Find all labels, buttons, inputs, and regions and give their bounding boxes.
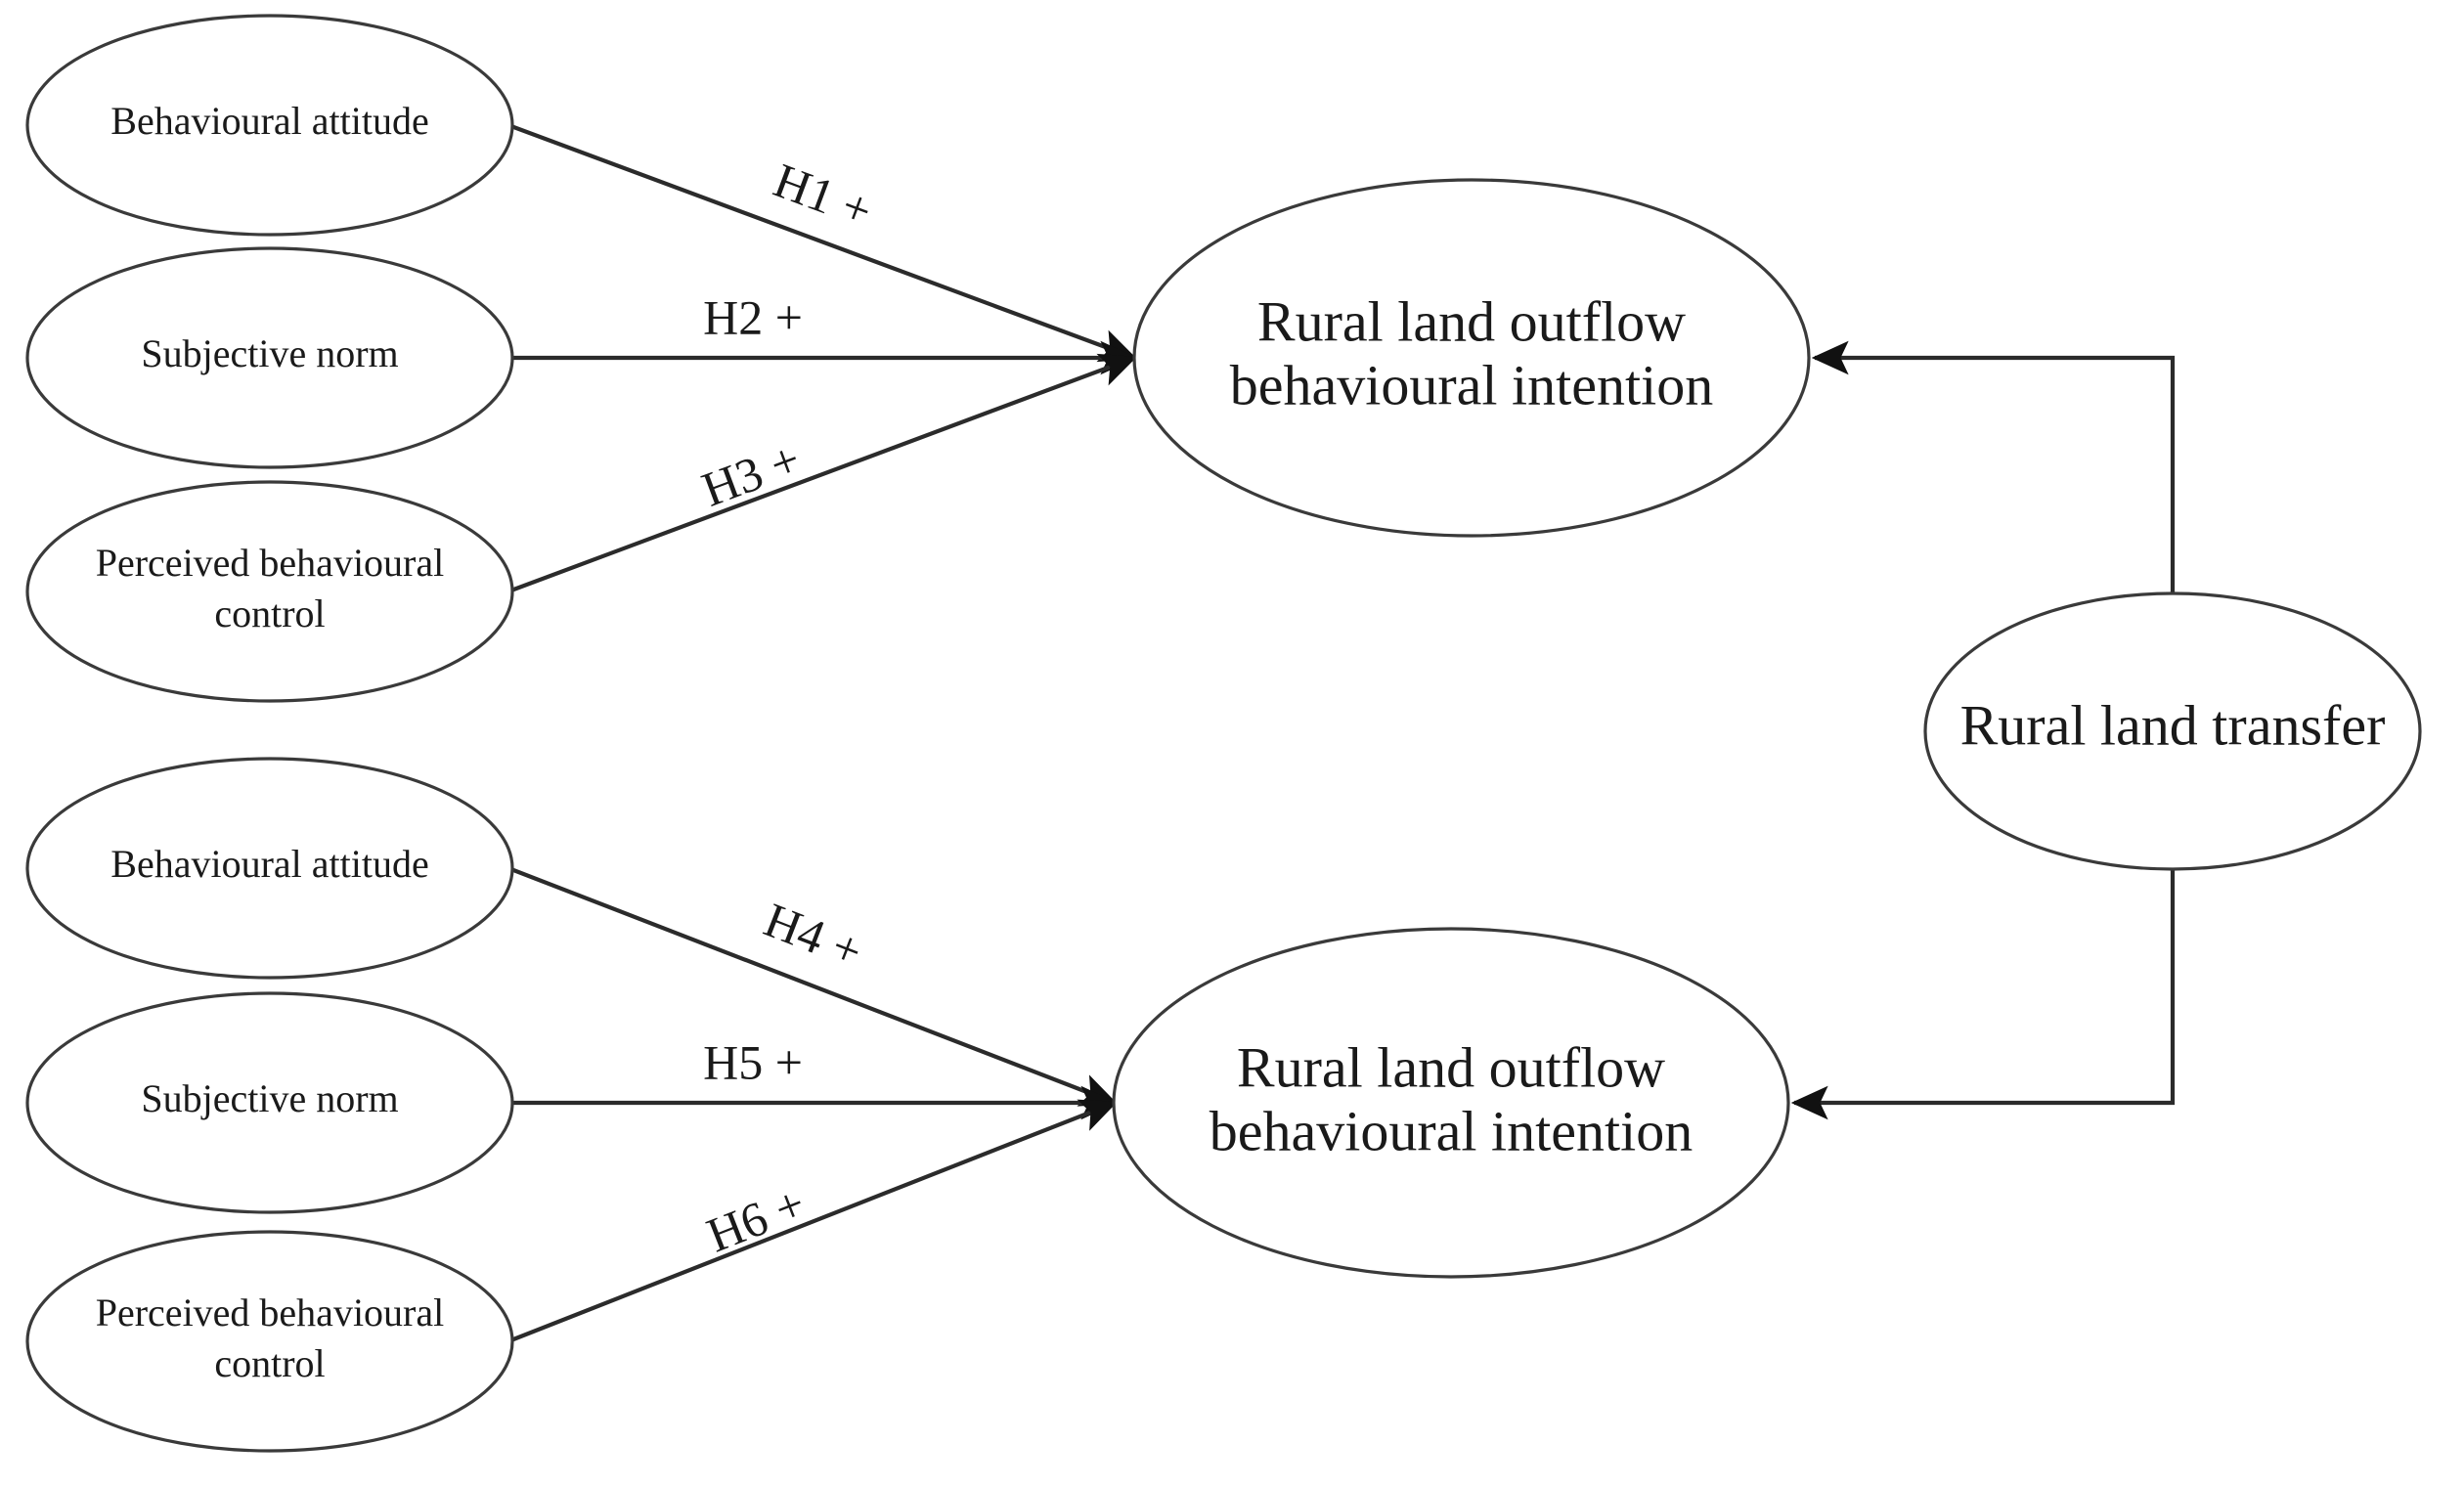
node-lower-outcome-label-line1: Rural land outflow [1237, 1035, 1665, 1099]
node-upper-perceived-behavioural-control-label-line1: Perceived behavioural [96, 541, 445, 585]
node-lower-outcome[interactable]: Rural land outflow behavioural intention [1112, 927, 1790, 1279]
edge-h5-label: H5 + [703, 1034, 803, 1089]
node-lower-outcome-label-line2: behavioural intention [1210, 1099, 1693, 1162]
node-upper-behavioural-attitude-shape[interactable] [25, 14, 514, 237]
edge-h3: H3 + [507, 353, 1137, 593]
node-upper-behavioural-attitude[interactable]: Behavioural attitude [25, 14, 514, 237]
edge-moderator-to-lower-outcome [1790, 866, 2176, 1120]
edge-h3-line [507, 353, 1137, 593]
edge-h5: H5 + [508, 1034, 1119, 1120]
edge-moderator-to-upper-outcome [1811, 340, 2176, 597]
node-upper-subjective-norm[interactable]: Subjective norm [25, 246, 514, 469]
node-upper-outcome-shape[interactable] [1132, 178, 1811, 538]
edge-h6: H6 + [507, 1099, 1118, 1343]
edge-h4-label: H4 + [757, 892, 869, 979]
node-lower-subjective-norm-label: Subjective norm [141, 1076, 398, 1120]
node-lower-behavioural-attitude[interactable]: Behavioural attitude [25, 757, 514, 980]
edge-h1-line [507, 123, 1137, 363]
node-upper-perceived-behavioural-control-shape[interactable] [25, 480, 514, 703]
node-lower-perceived-behavioural-control-label-line1: Perceived behavioural [96, 1290, 445, 1334]
edge-h4-line [507, 866, 1118, 1107]
node-rural-land-transfer-label: Rural land transfer [1960, 693, 2386, 757]
node-upper-subjective-norm-shape[interactable] [25, 246, 514, 469]
node-upper-outcome[interactable]: Rural land outflow behavioural intention [1132, 178, 1811, 538]
edge-h4: H4 + [507, 866, 1118, 1107]
node-rural-land-transfer-shape[interactable] [1923, 591, 2422, 871]
node-upper-outcome-label-line1: Rural land outflow [1257, 289, 1686, 353]
edge-h3-label: H3 + [695, 431, 808, 517]
node-lower-outcome-shape[interactable] [1112, 927, 1790, 1279]
edge-h6-label: H6 + [699, 1175, 812, 1262]
node-rural-land-transfer[interactable]: Rural land transfer [1923, 591, 2422, 871]
edge-moderator-to-lower-outcome-line [1790, 866, 2176, 1120]
node-lower-perceived-behavioural-control[interactable]: Perceived behavioural control [25, 1230, 514, 1453]
edge-h2: H2 + [508, 289, 1138, 375]
node-upper-subjective-norm-label: Subjective norm [141, 331, 398, 375]
edge-h6-line [507, 1099, 1118, 1343]
node-lower-subjective-norm[interactable]: Subjective norm [25, 991, 514, 1214]
edge-h2-label: H2 + [703, 289, 803, 344]
node-upper-perceived-behavioural-control-label-line2: control [214, 591, 325, 635]
edge-h1: H1 + [507, 123, 1137, 363]
node-lower-perceived-behavioural-control-label-line2: control [214, 1341, 325, 1385]
edge-moderator-to-upper-outcome-line [1811, 340, 2176, 597]
node-lower-subjective-norm-shape[interactable] [25, 991, 514, 1214]
node-upper-perceived-behavioural-control[interactable]: Perceived behavioural control [25, 480, 514, 703]
node-lower-behavioural-attitude-label: Behavioural attitude [110, 842, 428, 886]
node-lower-behavioural-attitude-shape[interactable] [25, 757, 514, 980]
node-lower-perceived-behavioural-control-shape[interactable] [25, 1230, 514, 1453]
node-upper-outcome-label-line2: behavioural intention [1230, 353, 1713, 416]
node-upper-behavioural-attitude-label: Behavioural attitude [110, 99, 428, 143]
